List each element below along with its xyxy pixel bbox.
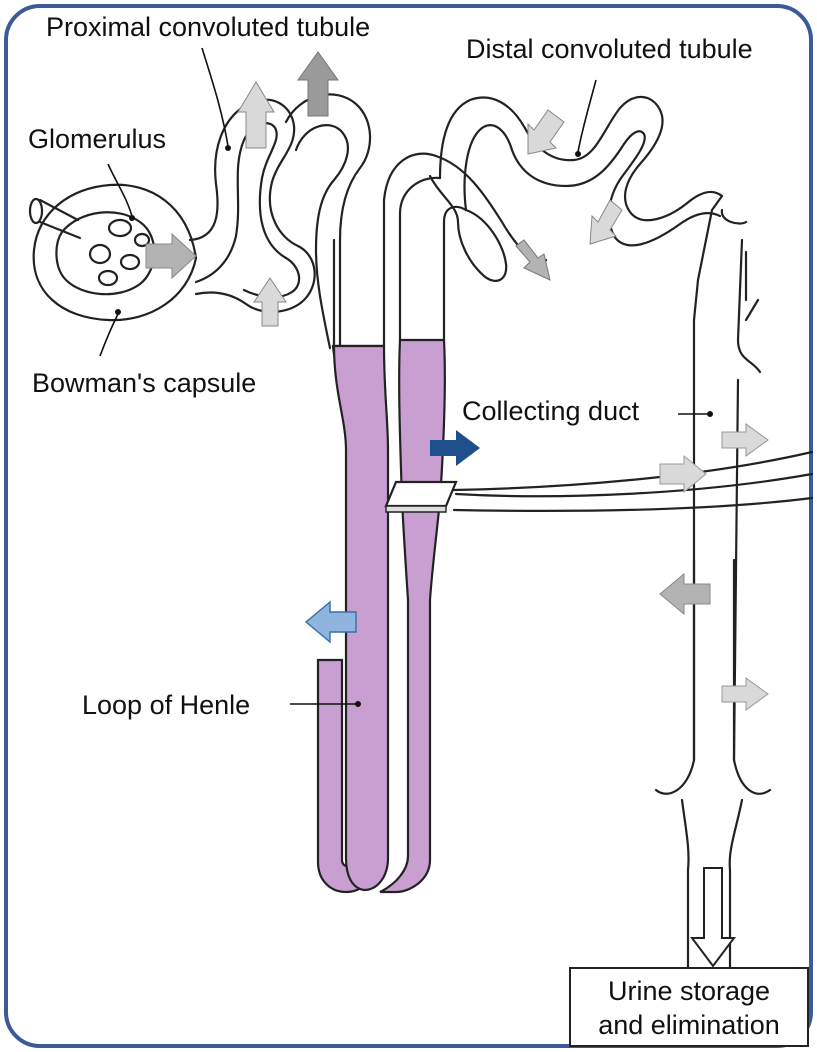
label-proximal: Proximal convoluted tubule	[46, 12, 370, 42]
urine-box: Urine storage and elimination	[570, 968, 808, 1046]
label-collecting: Collecting duct	[462, 396, 640, 426]
label-henle: Loop of Henle	[82, 690, 250, 720]
urine-label-line1: Urine storage	[608, 976, 770, 1006]
label-distal: Distal convoluted tubule	[466, 34, 753, 64]
urine-label-line2: and elimination	[598, 1010, 780, 1040]
slice-marker	[386, 482, 456, 512]
label-bowman: Bowman's capsule	[32, 368, 256, 398]
label-glomerulus: Glomerulus	[28, 124, 166, 154]
